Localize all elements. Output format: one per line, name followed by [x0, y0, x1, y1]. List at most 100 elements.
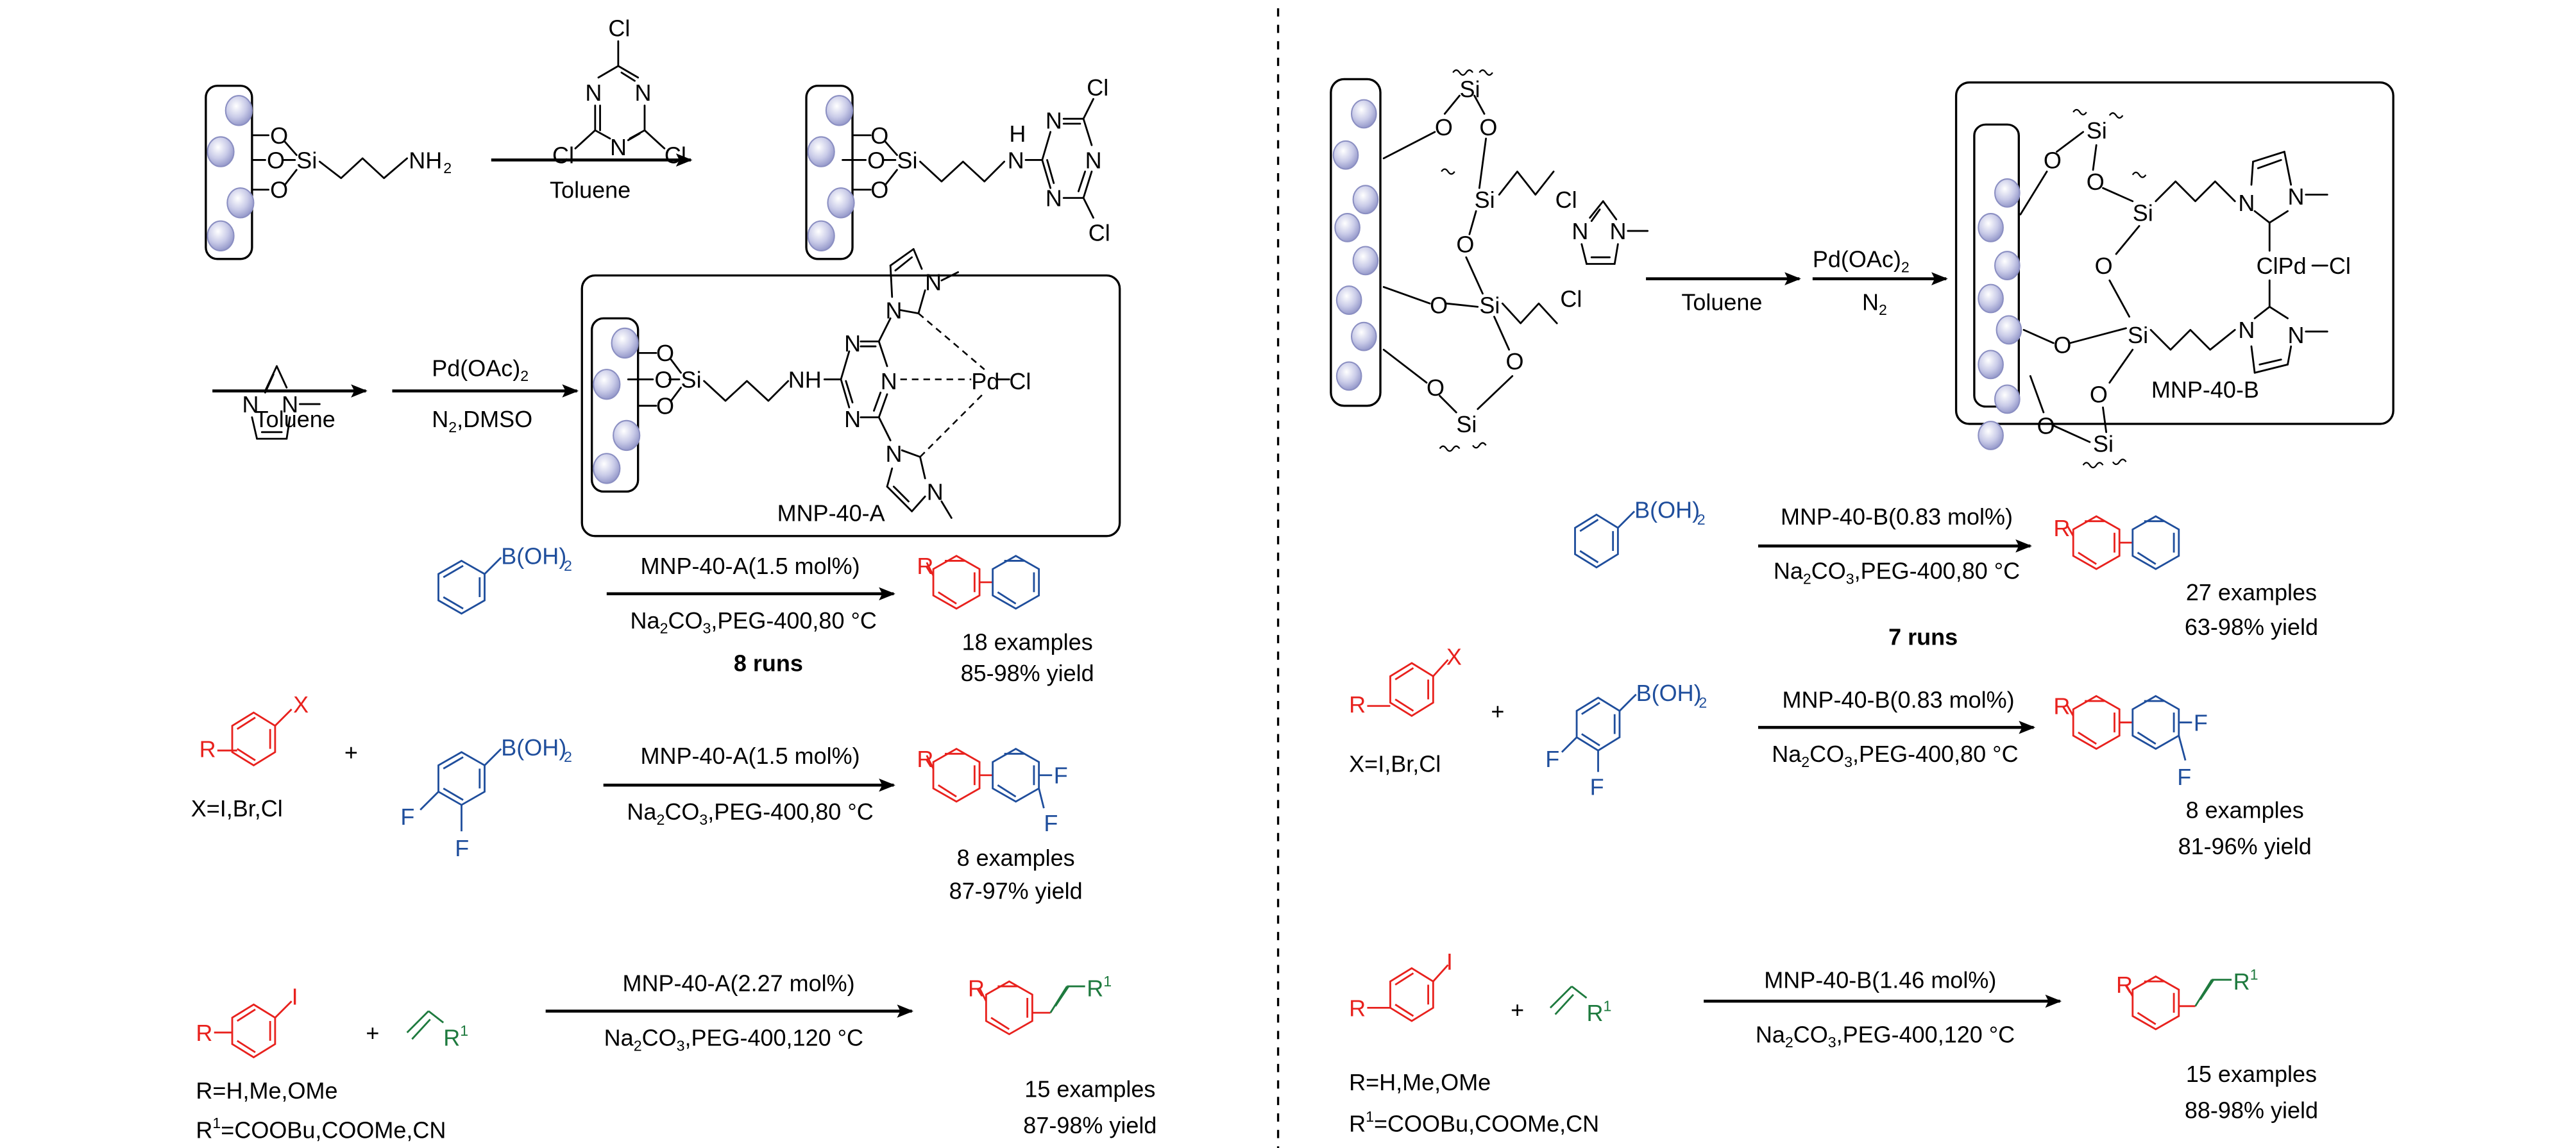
atom-o: O	[267, 147, 285, 173]
plus-sign: +	[1511, 997, 1524, 1023]
atom-n: N	[2288, 183, 2305, 210]
atom-n: N	[1085, 147, 1102, 173]
r-group: R	[917, 746, 933, 772]
r-legend: R=H,Me,OMe	[1349, 1069, 1491, 1095]
stilbene-product: R R1	[968, 973, 1112, 1036]
atom-o: O	[656, 340, 674, 366]
atom-n: N	[925, 269, 942, 296]
atom-si: Si	[2087, 117, 2107, 144]
stilbene-product: R R1	[2116, 967, 2258, 1031]
catalyst-box-mnp-40-b	[1954, 81, 2394, 425]
atom-o: O	[2037, 412, 2055, 439]
atom-o: O	[2090, 382, 2108, 408]
r-group: R	[199, 736, 216, 762]
chloropropyl-silica: Si O O Si Cl O Si Cl O O O	[1382, 69, 1582, 452]
atom-o: O	[1435, 114, 1453, 140]
r1-group: R1	[443, 1022, 468, 1051]
atom-n: N	[881, 368, 897, 394]
x-substituent: X	[293, 691, 309, 718]
atom-h: H	[1009, 121, 1026, 147]
atom-f: F	[1590, 774, 1604, 800]
nh-label: NH	[788, 366, 822, 393]
atom-f: F	[455, 835, 469, 861]
atom-cl: Cl	[2329, 253, 2351, 279]
phenylboronic-acid: B(OH) 2	[437, 543, 572, 615]
example-count: 27 examples	[2186, 579, 2317, 605]
atom-n: N	[885, 297, 902, 323]
reaction-conditions: Na2CO3,PEG-400,120 °C	[604, 1025, 863, 1054]
atom-n: N	[1610, 218, 1627, 244]
atom-si: Si	[1459, 76, 1480, 103]
r1-group: R1	[1587, 998, 1612, 1026]
atom-si: Si	[2128, 322, 2148, 348]
atom-cl: Cl	[1089, 219, 1110, 246]
siloxane-linker-1: O O O Si NH 2	[251, 122, 452, 203]
atom-n: N	[2288, 322, 2305, 348]
plus-sign: +	[366, 1020, 379, 1046]
atom-cl: Cl	[665, 142, 686, 169]
catalyst-loading: MNP-40-A(2.27 mol%)	[623, 970, 855, 997]
atom-o: O	[270, 122, 288, 149]
atom-n: N	[635, 80, 652, 106]
condition-label: Toluene	[1681, 289, 1762, 316]
atom-o: O	[1505, 348, 1523, 375]
biphenyl-product: R	[917, 553, 1040, 610]
atom-n: N	[844, 330, 861, 357]
catalyst-loading: MNP-40-B(0.83 mol%)	[1783, 686, 2015, 713]
catalyst-precursor: Pd(OAc)2	[1813, 246, 1910, 276]
atom-o: O	[1456, 231, 1474, 257]
methylimidazole: N N	[242, 365, 321, 440]
atom-n: N	[1008, 147, 1024, 173]
condition-label: Toluene	[550, 177, 631, 203]
biphenyl-product: R	[2053, 515, 2180, 570]
atom-n: N	[2238, 317, 2255, 343]
methylimidazole: N N	[1572, 200, 1649, 265]
example-count: 8 examples	[957, 845, 1075, 871]
aryl-iodide: I R	[196, 983, 298, 1059]
catalyst-loading: MNP-40-A(1.5 mol%)	[641, 743, 860, 769]
atom-si: Si	[1479, 292, 1500, 319]
r-group: R	[917, 553, 933, 579]
triazine-product: O O O Si H N N N N C	[842, 74, 1110, 246]
mnp-40-b-structure: Si O O Si N N ClPd Cl	[2019, 108, 2351, 469]
atom-si: Si	[1475, 187, 1495, 213]
atom-i: I	[1446, 949, 1453, 975]
left-reactions: B(OH) 2 MNP-40-A(1.5 mol%) Na2CO3,PEG-40…	[191, 543, 1157, 1144]
yield-range: 85-98% yield	[961, 660, 1094, 686]
reaction-conditions: Na2CO3,PEG-400,80 °C	[627, 798, 873, 828]
atom-n: N	[2238, 190, 2255, 216]
atom-f: F	[2194, 709, 2208, 736]
x-substituent: X	[1446, 643, 1462, 670]
left-step2: N N Toluene Toluene Pd(OAc)2 N2,DMSO O O…	[212, 248, 1121, 537]
atom-si: Si	[897, 147, 917, 173]
recycle-runs: 8 runs	[734, 650, 803, 677]
difluorophenylboronic-acid: B(OH) 2 F F	[400, 734, 572, 861]
x-legend: X=I,Br,Cl	[191, 795, 283, 822]
nanoparticle-support	[805, 85, 856, 260]
atom-o: O	[870, 177, 888, 203]
catalyst-label-mnp-40-a: MNP-40-A	[777, 500, 885, 527]
right-step: Si O O Si Cl O Si Cl O O O	[1330, 69, 2394, 469]
atom-i: I	[292, 983, 298, 1009]
amine-label: NH	[409, 147, 442, 173]
catalyst-precursor: Pd(OAc)2	[432, 355, 529, 384]
subscript: 2	[1697, 511, 1706, 528]
r-group: R	[2053, 515, 2070, 541]
reaction-conditions: Na2CO3,PEG-400,80 °C	[631, 607, 877, 637]
subscript: 2	[564, 748, 572, 765]
atom-o: O	[870, 122, 888, 149]
r-group: R	[196, 1020, 212, 1046]
atom-n: N	[1046, 185, 1062, 211]
nanoparticle-support-large	[1973, 123, 2022, 450]
atom-cl: Cl	[1009, 368, 1031, 394]
atom-n: N	[927, 478, 944, 505]
boronic-acid-label: B(OH)	[501, 734, 566, 761]
boronic-acid-label: B(OH)	[1636, 680, 1702, 706]
atom-si: Si	[1456, 411, 1477, 437]
pd-complex: ClPd	[2257, 253, 2307, 279]
acrylate-alkene: R1	[406, 1010, 468, 1051]
atom-n: N	[1572, 218, 1588, 244]
reaction-conditions: Na2CO3,PEG-400,80 °C	[1772, 741, 2018, 770]
atom-n: N	[585, 80, 602, 106]
